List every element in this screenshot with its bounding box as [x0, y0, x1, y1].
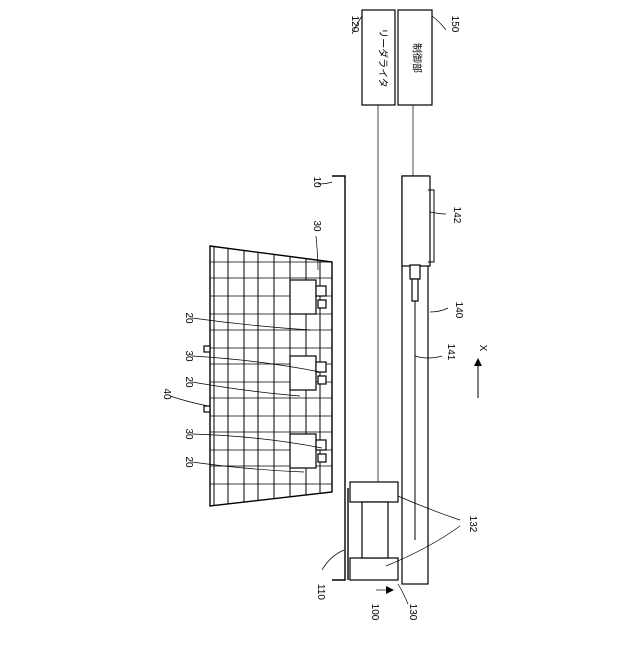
ref-10: 10 — [311, 176, 322, 188]
basket-clip — [204, 406, 210, 412]
ref-150: 150 — [449, 16, 460, 33]
leader-110 — [322, 550, 344, 570]
antenna-upper — [350, 482, 398, 502]
leader-142 — [430, 212, 446, 214]
x-arrow-head — [474, 358, 482, 366]
pusher-head — [410, 265, 420, 279]
ref-110: 110 — [315, 584, 326, 600]
reader-writer-label: リーダライタ — [376, 28, 389, 88]
ref-140: 140 — [453, 302, 464, 319]
conveyor — [402, 176, 434, 584]
leader-150 — [432, 16, 446, 30]
ref-120: 120 — [349, 16, 360, 33]
antenna-lower — [350, 558, 398, 580]
ref-130: 130 — [407, 604, 418, 621]
pusher-142 — [402, 176, 430, 266]
article-basket-40 — [204, 246, 332, 506]
ref-132: 132 — [467, 516, 478, 533]
leader-30-top — [316, 236, 318, 270]
ref-100-arrow — [386, 586, 394, 594]
leader-140 — [430, 308, 448, 312]
antenna-column — [362, 502, 388, 558]
rfid-tag-30 — [316, 362, 326, 372]
leader-20-c — [192, 462, 304, 472]
ref-40: 40 — [161, 388, 172, 400]
rfid-tag-30 — [316, 286, 326, 296]
shelf-10 — [332, 176, 345, 580]
leader-40 — [170, 396, 208, 406]
pusher-rod — [412, 279, 418, 301]
basket-clip — [204, 346, 210, 352]
leader-20-b — [192, 382, 300, 396]
leader-130 — [398, 584, 408, 604]
controller-label: 制御部 — [410, 43, 423, 73]
controller-block: 制御部 — [398, 10, 432, 105]
article-20 — [290, 434, 316, 468]
ref-141: 141 — [445, 344, 456, 361]
ref-100: 100 — [369, 604, 380, 621]
article-20 — [290, 356, 316, 390]
rfid-tag-30-lower — [318, 300, 326, 308]
rfid-tag-30-lower — [318, 454, 326, 462]
rfid-tag-30-lower — [318, 376, 326, 384]
ref-142: 142 — [451, 207, 462, 224]
reader-writer-block: リーダライタ — [362, 10, 395, 105]
reader-unit-130 — [348, 482, 398, 580]
rfid-tag-30 — [316, 440, 326, 450]
ref-x: X — [477, 345, 488, 352]
article-20 — [290, 280, 316, 314]
ref-30-top: 30 — [311, 220, 322, 232]
